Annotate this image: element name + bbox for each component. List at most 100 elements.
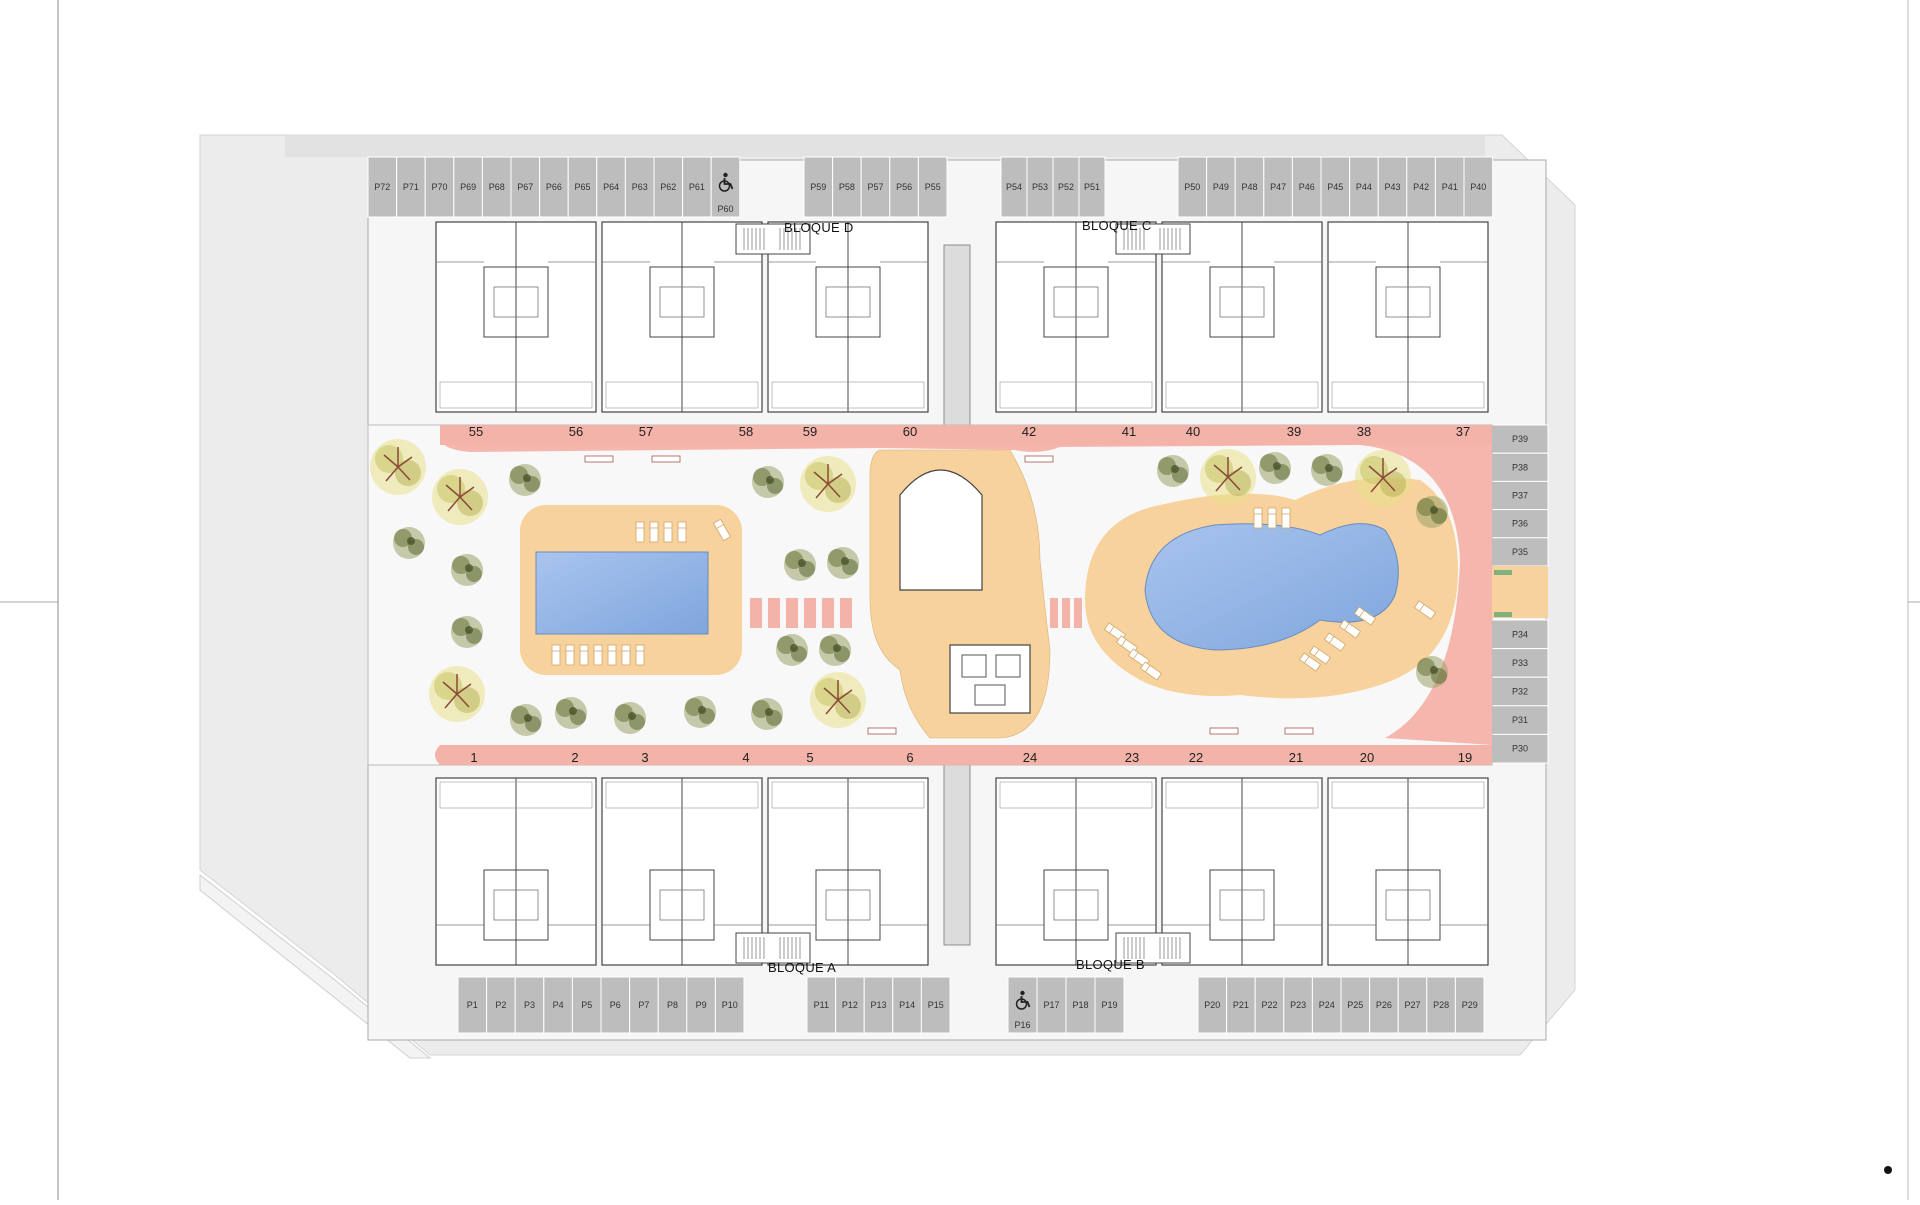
parking-space-p12: P12	[835, 976, 865, 1034]
parking-space-p22: P22	[1254, 976, 1285, 1034]
parking-label: P20	[1204, 1000, 1220, 1010]
sun-lounger-icon	[565, 644, 575, 666]
unit-number: 3	[641, 750, 648, 765]
parking-label: P57	[867, 182, 883, 192]
parking-space-p7: P7	[629, 976, 659, 1034]
tree-icon	[1259, 452, 1291, 484]
unit-number: 60	[903, 424, 917, 439]
parking-label: P9	[696, 1000, 707, 1010]
parking-space-p38: P38	[1491, 452, 1549, 482]
parking-label: P13	[870, 1000, 886, 1010]
stair-core	[735, 932, 811, 964]
parking-label: P45	[1327, 182, 1343, 192]
unit-number: 21	[1289, 750, 1303, 765]
parking-space-p33: P33	[1491, 648, 1549, 678]
tree-icon	[784, 549, 816, 581]
parking-space-p65: P65	[567, 156, 598, 218]
parking-space-p58: P58	[832, 156, 862, 218]
parking-label: P64	[603, 182, 619, 192]
parking-space-p25: P25	[1340, 976, 1371, 1034]
parking-space-p56: P56	[889, 156, 919, 218]
unit-number: 57	[639, 424, 653, 439]
parking-space-p47: P47	[1263, 156, 1293, 218]
unit-number: 38	[1357, 424, 1371, 439]
parking-label: P7	[638, 1000, 649, 1010]
tree-icon	[799, 455, 857, 513]
parking-space-p28: P28	[1426, 976, 1456, 1034]
parking-label: P71	[403, 182, 419, 192]
tree-icon	[819, 634, 851, 666]
parking-space-p15: P15	[920, 976, 951, 1034]
parking-label: P39	[1512, 434, 1528, 444]
parking-label: P58	[839, 182, 855, 192]
parking-label: P62	[660, 182, 676, 192]
parking-space-p57: P57	[860, 156, 891, 218]
sun-lounger-icon	[663, 521, 673, 543]
parking-label: P18	[1072, 1000, 1088, 1010]
apartment-module	[1327, 777, 1489, 966]
tree-icon	[752, 466, 784, 498]
parking-label: P48	[1241, 182, 1257, 192]
parking-label: P10	[722, 1000, 738, 1010]
parking-label: P25	[1347, 1000, 1363, 1010]
parking-space-p10: P10	[714, 976, 745, 1034]
parking-space-p30: P30	[1491, 733, 1549, 764]
parking-space-p4: P4	[543, 976, 573, 1034]
tree-icon	[369, 438, 427, 496]
parking-space-p13: P13	[863, 976, 894, 1034]
tree-icon	[1199, 448, 1257, 506]
unit-number: 6	[906, 750, 913, 765]
parking-label: P3	[524, 1000, 535, 1010]
parking-label: P14	[899, 1000, 915, 1010]
stair-core	[735, 223, 811, 255]
parking-space-p69: P69	[453, 156, 483, 218]
apartment-module	[767, 777, 929, 966]
parking-space-p32: P32	[1491, 676, 1549, 707]
buildings-top	[435, 221, 1489, 413]
parking-label: P61	[689, 182, 705, 192]
tree-icon	[431, 468, 489, 526]
parking-label: P1	[467, 1000, 478, 1010]
apartment-module	[601, 777, 763, 966]
parking-label: P12	[842, 1000, 858, 1010]
parking-space-p14: P14	[892, 976, 922, 1034]
apartment-module	[1327, 221, 1489, 413]
unit-number: 22	[1189, 750, 1203, 765]
tree-icon	[428, 665, 486, 723]
block-a-label: BLOQUE A	[768, 960, 836, 975]
parking-label: P29	[1462, 1000, 1478, 1010]
tree-icon	[776, 634, 808, 666]
apartment-module	[435, 777, 597, 966]
parking-space-p24: P24	[1311, 976, 1342, 1034]
parking-space-p1: P1	[457, 976, 488, 1034]
parking-label: P59	[810, 182, 826, 192]
stair-core	[1115, 223, 1191, 255]
parking-label: P46	[1299, 182, 1315, 192]
unit-number: 39	[1287, 424, 1301, 439]
parking-label: P8	[667, 1000, 678, 1010]
parking-space-p8: P8	[657, 976, 688, 1034]
sun-lounger-icon	[635, 644, 645, 666]
parking-space-p6: P6	[600, 976, 631, 1034]
parking-space-p42: P42	[1406, 156, 1436, 218]
parking-label: P36	[1512, 519, 1528, 529]
parking-label: P53	[1032, 182, 1048, 192]
parking-label: P15	[928, 1000, 944, 1010]
parking-label: P52	[1058, 182, 1074, 192]
parking-space-p39: P39	[1491, 424, 1549, 454]
parking-space-p29: P29	[1454, 976, 1485, 1034]
parking-space-p53: P53	[1026, 156, 1054, 218]
west-pool	[535, 551, 709, 635]
parking-label: P49	[1213, 182, 1229, 192]
parking-space-p16: P16	[1007, 976, 1038, 1034]
tree-icon	[827, 547, 859, 579]
parking-space-p26: P26	[1369, 976, 1399, 1034]
parking-label: P28	[1433, 1000, 1449, 1010]
parking-space-p34: P34	[1491, 619, 1549, 650]
sun-lounger-icon	[607, 644, 617, 666]
parking-space-p64: P64	[596, 156, 626, 218]
unit-number: 5	[806, 750, 813, 765]
parking-space-p54: P54	[1000, 156, 1028, 218]
east-pool	[1144, 523, 1399, 651]
parking-space-p71: P71	[396, 156, 426, 218]
